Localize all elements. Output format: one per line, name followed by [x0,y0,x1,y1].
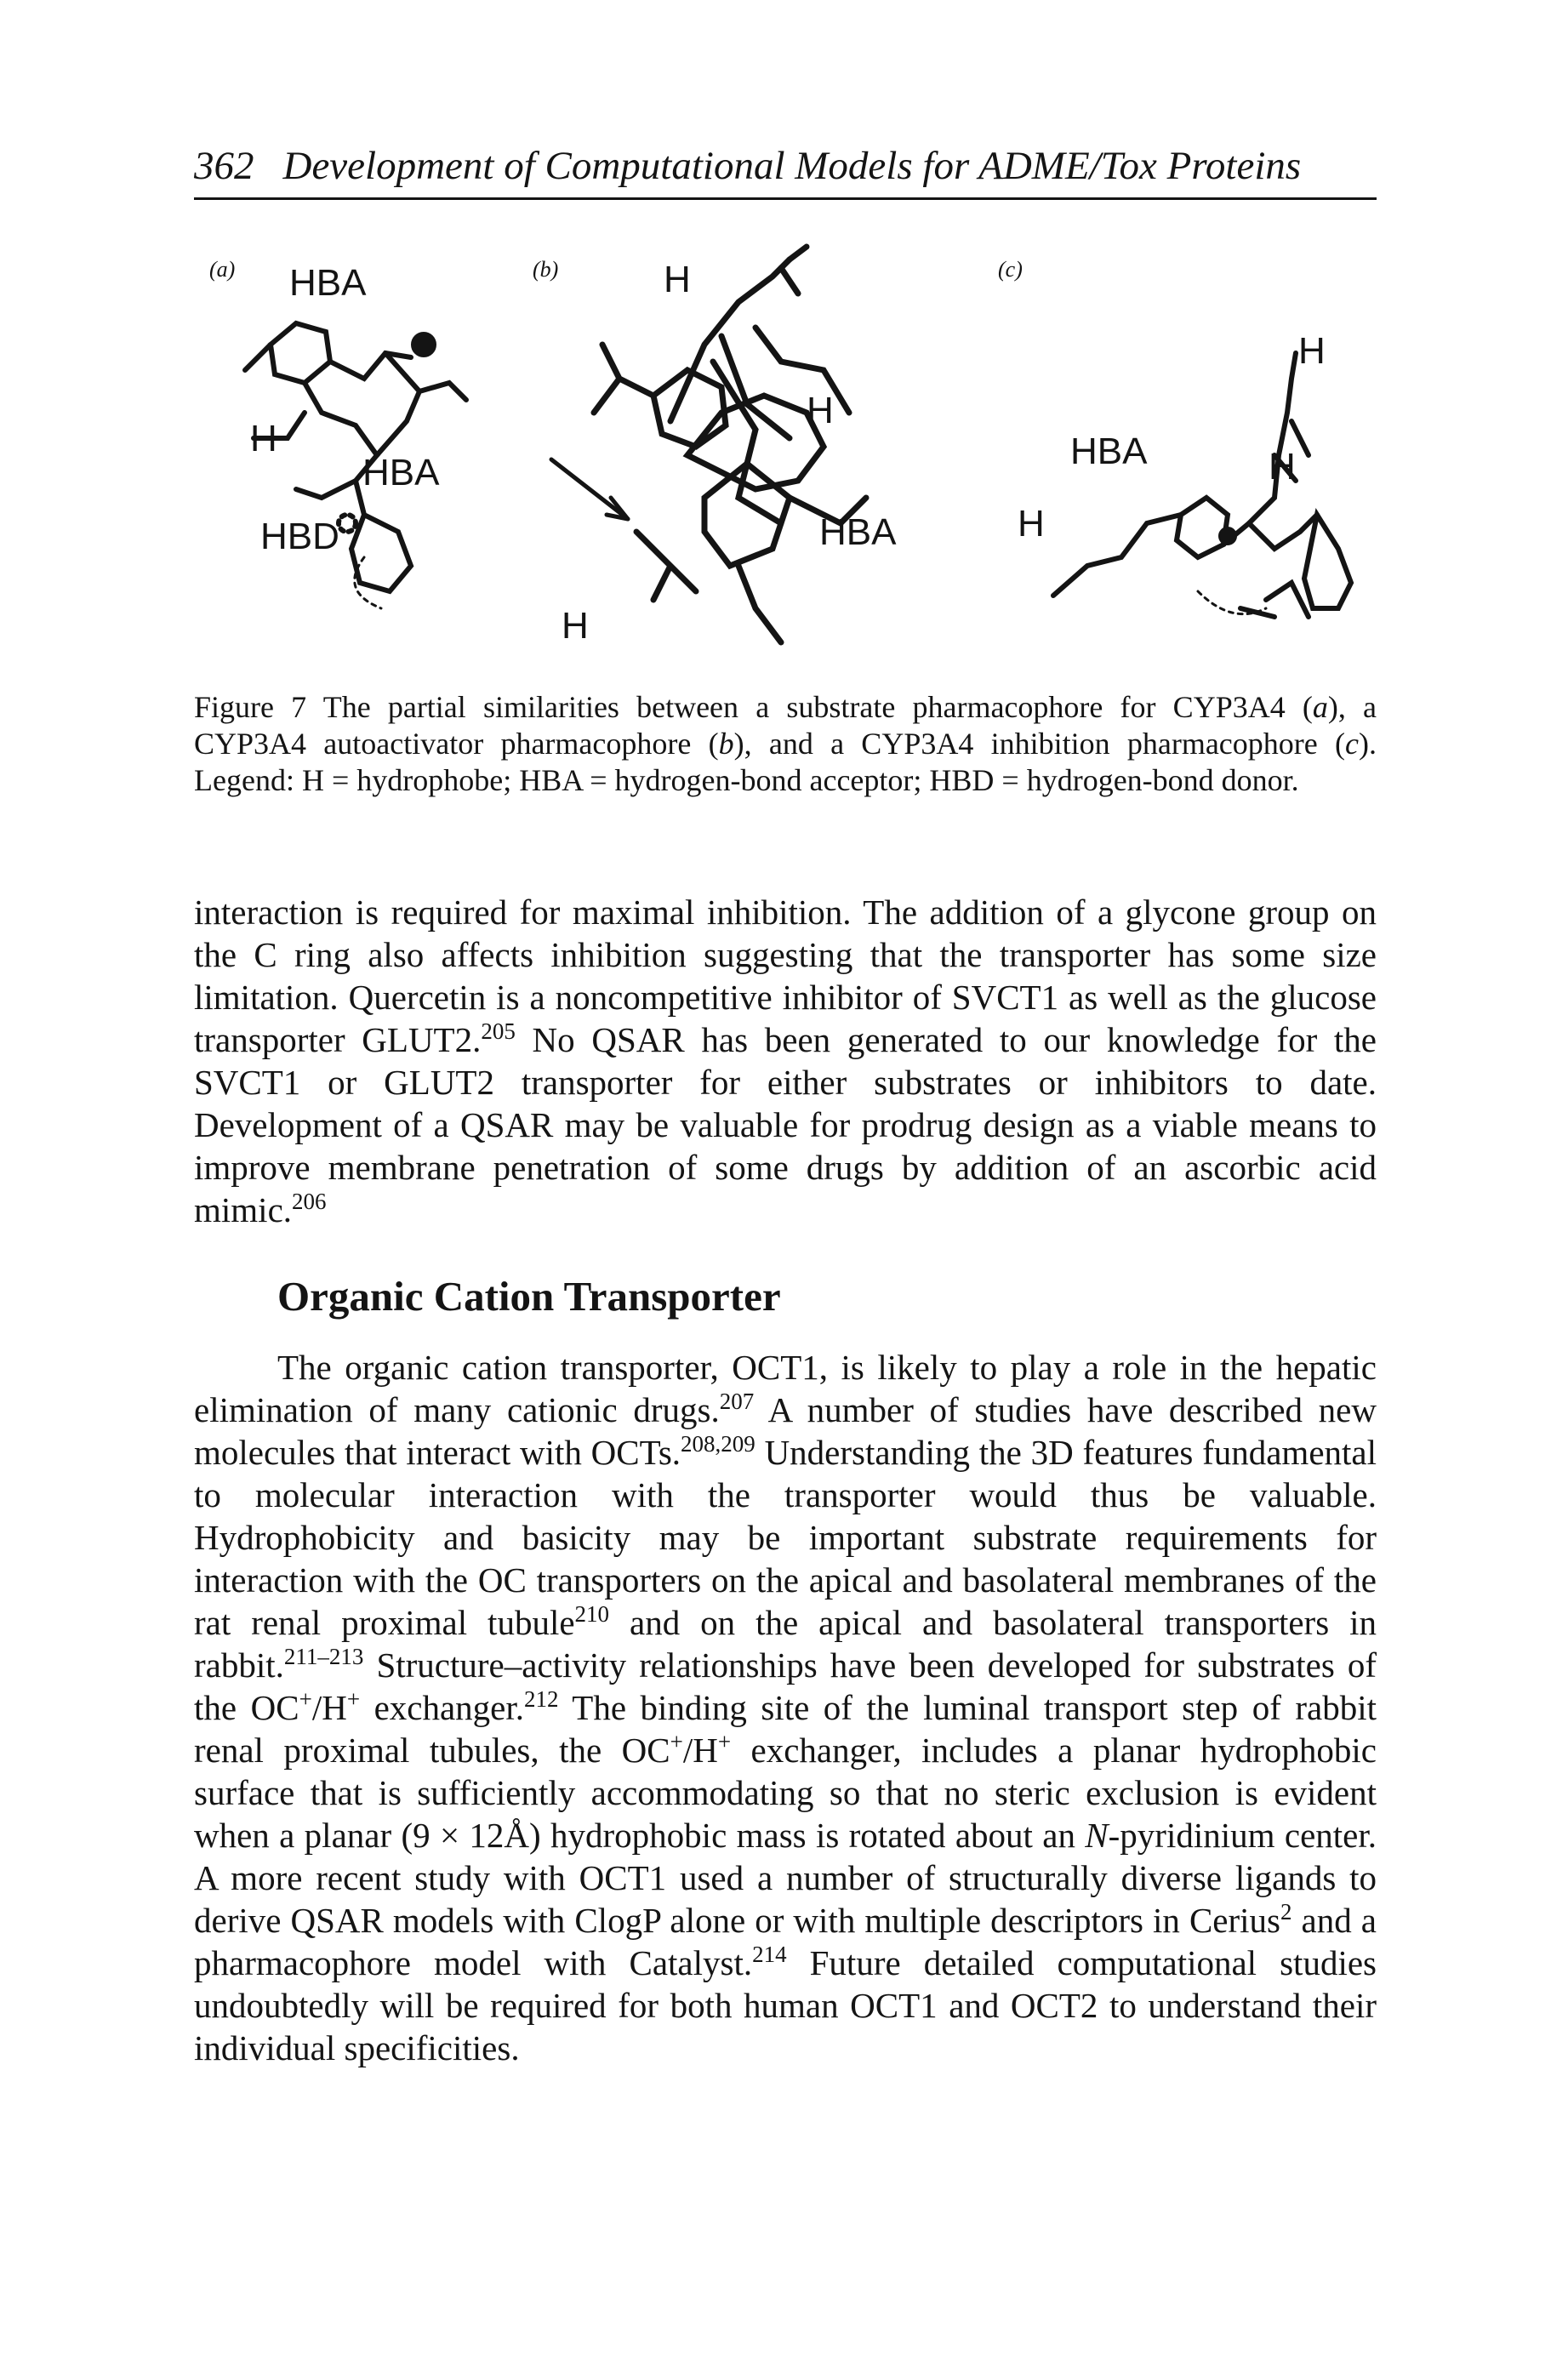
reference-superscript: 207 [719,1389,755,1414]
reference-superscript: 210 [574,1601,610,1627]
caption-panel-ref: c [1345,727,1359,761]
label-b-h-right: H [807,390,834,431]
paragraph-text: /H [682,1731,718,1770]
charge-superscript: + [670,1729,683,1754]
figure-caption: Figure 7 The partial similarities betwee… [194,689,1377,799]
label-a-hba-1: HBA [289,262,367,304]
caption-text: The partial similarities between a subst… [322,690,1313,724]
label-c-h-left: H [1018,503,1045,545]
paragraph-text: Structure–activity relationships have be… [194,1645,1377,1727]
panel-c-letter: (c) [998,257,1023,282]
label-c-hba: HBA [1070,431,1148,472]
panel-c: (c) H HBA H H [998,257,1354,619]
label-a-hbd: HBD [260,516,339,557]
paragraph-text: exchanger, includes a planar hydrophobic… [194,1731,1377,1855]
pharmacophore-figure: (a) HBA H HBA HBD (b) [209,243,1354,647]
paragraph-text: The binding site of the luminal transpor… [194,1688,1377,1770]
label-a-hba-2: HBA [362,452,440,493]
caption-panel-ref: a [1312,690,1328,724]
caption-text: ). Legend: H = hydrophobe; HBA = hydroge… [194,727,1377,797]
label-c-h-top: H [1298,330,1326,372]
paragraph-text: Future detailed computational studies un… [194,1943,1377,2067]
caption-panel-ref: b [718,727,734,761]
label-a-h: H [250,418,277,459]
paragraph-text: -pyridinium center. A more recent study … [194,1816,1377,1940]
caption-text: ), and a CYP3A4 inhibition pharmacophore… [733,727,1346,761]
reference-superscript: 211–213 [283,1644,364,1669]
charge-superscript: + [717,1729,732,1754]
running-title: Development of Computational Models for … [282,144,1302,188]
panel-a-letter: (a) [209,257,235,282]
paragraph-text: /H [311,1688,347,1727]
page-number: 362 [194,144,254,188]
paragraph-1: interaction is required for maximal inhi… [194,891,1377,1231]
paragraph-text: The organic cation transporter, OCT1, is… [194,1348,1377,1429]
panel-a: (a) HBA H HBA HBD [209,257,469,610]
charge-superscript: + [346,1686,361,1712]
exponent-superscript: 2 [1280,1899,1292,1925]
paragraph-text: and a pharmacophore model with Catalyst. [194,1901,1377,1982]
paragraph-text: exchanger. [360,1688,524,1727]
caption-text: ), a CYP3A4 autoactivator pharmacophore … [194,690,1377,761]
label-b-h-top: H [664,259,691,300]
reference-superscript: 206 [292,1189,327,1214]
paragraph-text: A number of studies have described new m… [194,1390,1377,1472]
label-b-h-bottom: H [562,605,589,647]
italic-n: N [1085,1816,1109,1855]
paragraph-text: Understanding the 3D features fundamenta… [194,1433,1377,1642]
running-head: 362 Development of Computational Models f… [194,143,1377,189]
reference-superscript: 212 [524,1686,559,1712]
paragraph-text: interaction is required for maximal inhi… [194,893,1377,1059]
paragraph-text: and on the apical and basolateral transp… [194,1603,1377,1685]
paragraph-2: The organic cation transporter, OCT1, is… [194,1346,1377,2069]
charge-superscript: + [299,1686,312,1712]
figure-7: (a) HBA H HBA HBD (b) [194,242,1377,676]
panel-b: (b) H H HBA H [533,243,897,647]
reference-superscript: 208,209 [681,1431,755,1457]
header-rule [194,197,1377,200]
panel-b-letter: (b) [533,257,558,282]
label-b-hba: HBA [819,511,897,553]
section-heading: Organic Cation Transporter [277,1273,781,1320]
label-c-h-right: H [1269,446,1296,488]
paragraph-text: No QSAR has been generated to our knowle… [194,1020,1377,1229]
reference-superscript: 214 [752,1942,787,1967]
caption-lead: Figure 7 [194,690,307,724]
reference-superscript: 205 [481,1018,516,1044]
